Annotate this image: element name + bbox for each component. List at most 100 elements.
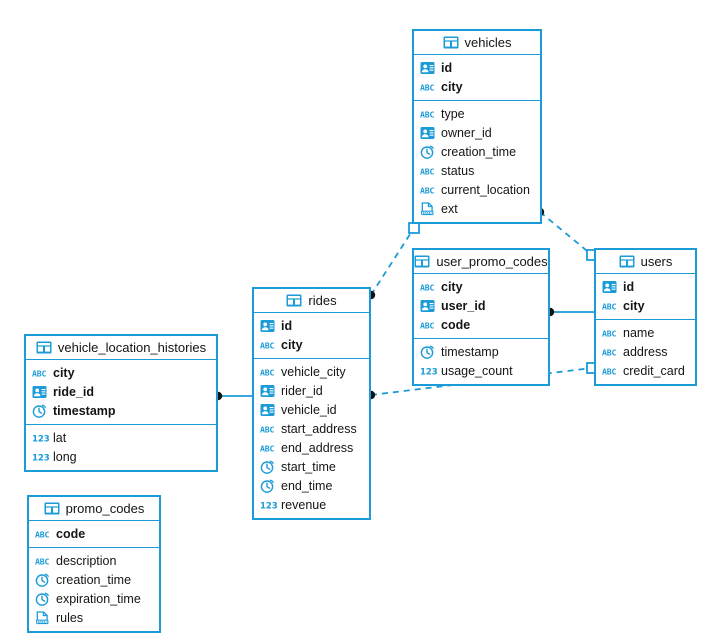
field-rides-start_address[interactable]: ABC start_address [254, 419, 369, 438]
entity-header-vehicles[interactable]: vehicles [414, 31, 540, 55]
svg-text:123: 123 [260, 501, 277, 511]
svg-text:123: 123 [420, 367, 437, 377]
field-label: long [53, 449, 77, 464]
table-icon [619, 255, 635, 268]
field-rides-vehicle_id[interactable]: vehicle_id [254, 400, 369, 419]
svg-text:JSON: JSON [421, 210, 433, 215]
field-user_promo_codes-user_id[interactable]: user_id [414, 296, 548, 315]
relationship-upc-users[interactable] [545, 307, 594, 317]
field-vehicle_location_histories-ride_id[interactable]: ride_id [26, 382, 216, 401]
entity-header-promo_codes[interactable]: promo_codes [29, 497, 159, 521]
field-label: revenue [281, 497, 327, 512]
entity-header-users[interactable]: users [596, 250, 695, 274]
abc-icon: ABC [602, 299, 617, 313]
field-label: city [281, 337, 303, 352]
field-rides-revenue[interactable]: 123 revenue [254, 495, 369, 514]
svg-text:ABC: ABC [260, 340, 274, 350]
field-label: creation_time [56, 572, 132, 587]
clock-icon [35, 573, 50, 587]
field-label: creation_time [441, 144, 517, 159]
entity-header-vehicle_location_histories[interactable]: vehicle_location_histories [26, 336, 216, 360]
field-label: expiration_time [56, 591, 141, 606]
field-vehicles-ext[interactable]: JSON ext [414, 199, 540, 218]
123-icon: 123 [420, 364, 437, 378]
id-card-icon [420, 61, 435, 75]
entity-header-user_promo_codes[interactable]: user_promo_codes [414, 250, 548, 274]
entity-header-rides[interactable]: rides [254, 289, 369, 313]
field-promo_codes-expiration_time[interactable]: expiration_time [29, 589, 159, 608]
entity-name: users [640, 254, 673, 269]
svg-text:ABC: ABC [602, 366, 616, 376]
relationship-vlh-rides[interactable] [213, 391, 252, 401]
field-vehicle_location_histories-timestamp[interactable]: timestamp [26, 401, 216, 420]
field-label: id [623, 279, 635, 294]
field-rides-end_time[interactable]: end_time [254, 476, 369, 495]
field-vehicles-id[interactable]: id [414, 58, 540, 77]
json-icon: JSON [420, 201, 435, 216]
field-label: usage_count [441, 363, 513, 378]
field-label: timestamp [441, 344, 499, 359]
svg-text:123: 123 [32, 453, 49, 463]
field-label: rules [56, 610, 84, 625]
field-vehicle_location_histories-long[interactable]: 123 long [26, 447, 216, 466]
id-card-icon [420, 299, 435, 313]
field-label: ext [441, 201, 458, 216]
svg-text:ABC: ABC [420, 320, 434, 330]
field-label: code [441, 317, 471, 332]
abc-icon: ABC [260, 422, 275, 436]
field-promo_codes-creation_time[interactable]: creation_time [29, 570, 159, 589]
field-rides-start_time[interactable]: start_time [254, 457, 369, 476]
field-vehicles-owner_id[interactable]: owner_id [414, 123, 540, 142]
123-icon: 123 [32, 450, 49, 464]
id-card-icon [32, 385, 47, 399]
field-label: start_address [281, 421, 357, 436]
svg-text:ABC: ABC [602, 301, 616, 311]
field-user_promo_codes-timestamp[interactable]: timestamp [414, 342, 548, 361]
field-label: user_id [441, 298, 486, 313]
field-vehicle_location_histories-city[interactable]: ABC city [26, 363, 216, 382]
field-label: end_time [281, 478, 333, 493]
field-label: name [623, 325, 655, 340]
svg-text:ABC: ABC [32, 368, 46, 378]
field-rides-id[interactable]: id [254, 316, 369, 335]
field-user_promo_codes-usage_count[interactable]: 123 usage_count [414, 361, 548, 380]
field-user_promo_codes-code[interactable]: ABC code [414, 315, 548, 334]
field-label: city [53, 365, 75, 380]
field-vehicles-creation_time[interactable]: creation_time [414, 142, 540, 161]
table-icon [414, 255, 430, 268]
field-rides-city[interactable]: ABC city [254, 335, 369, 354]
table-icon [44, 502, 60, 515]
table-icon [36, 341, 52, 354]
entity-name: user_promo_codes [436, 254, 548, 269]
field-rides-rider_id[interactable]: rider_id [254, 381, 369, 400]
field-users-id[interactable]: id [596, 277, 695, 296]
